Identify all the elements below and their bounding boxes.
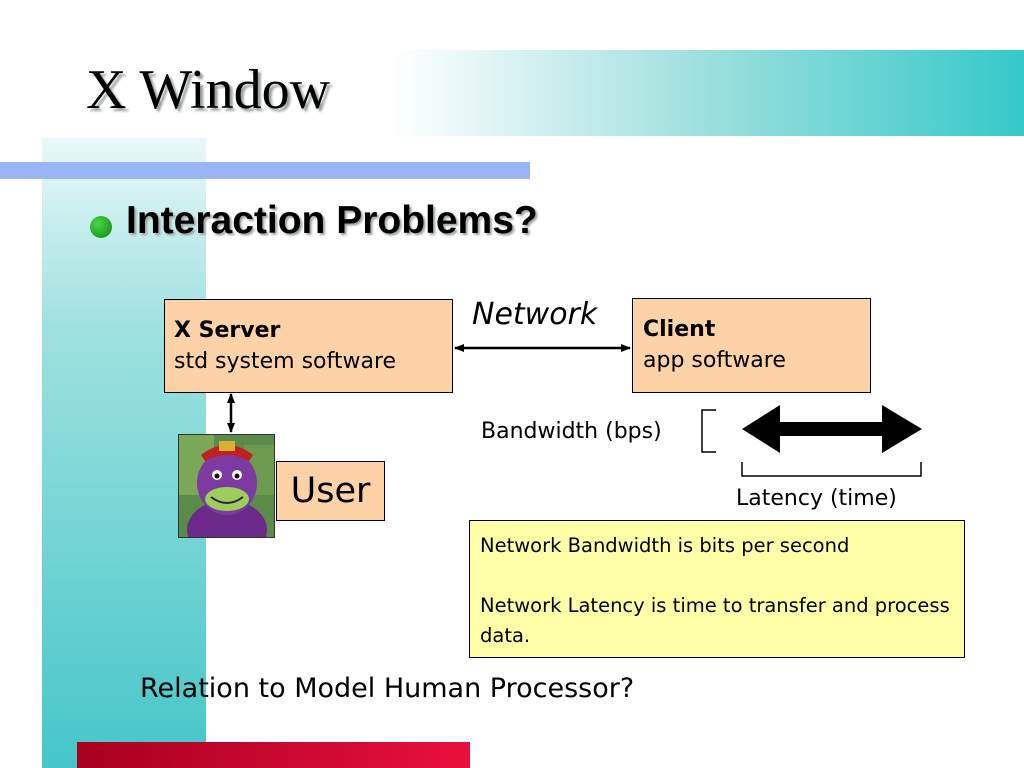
x-server-box: X Server std system software bbox=[164, 299, 453, 393]
latency-bracket bbox=[741, 462, 922, 477]
footer-red-bar bbox=[77, 742, 470, 768]
x-server-title: X Server bbox=[174, 318, 281, 343]
bandwidth-label: Bandwidth (bps) bbox=[481, 419, 662, 444]
network-label: Network bbox=[472, 297, 598, 332]
bandwidth-double-arrow bbox=[742, 405, 922, 453]
client-title: Client bbox=[643, 317, 716, 342]
bullet-heading: Interaction Problems? bbox=[126, 199, 538, 242]
title-underline-bar bbox=[0, 162, 530, 179]
title-band bbox=[0, 50, 1024, 136]
definition-note: Network Bandwidth is bits per second Net… bbox=[469, 520, 965, 658]
note-latency-definition: Network Latency is time to transfer and … bbox=[480, 594, 950, 647]
user-photo bbox=[178, 434, 275, 538]
latency-label: Latency (time) bbox=[736, 486, 897, 511]
note-bandwidth-definition: Network Bandwidth is bits per second bbox=[480, 534, 850, 557]
client-box: Client app software bbox=[632, 298, 871, 393]
x-server-subtitle: std system software bbox=[174, 349, 397, 374]
bullet-dot-icon bbox=[90, 216, 112, 238]
bandwidth-bracket bbox=[701, 409, 716, 453]
slide-title: X Window bbox=[86, 59, 331, 121]
user-box: User bbox=[276, 461, 385, 521]
client-subtitle: app software bbox=[643, 348, 786, 373]
closing-question: Relation to Model Human Processor? bbox=[140, 673, 635, 704]
